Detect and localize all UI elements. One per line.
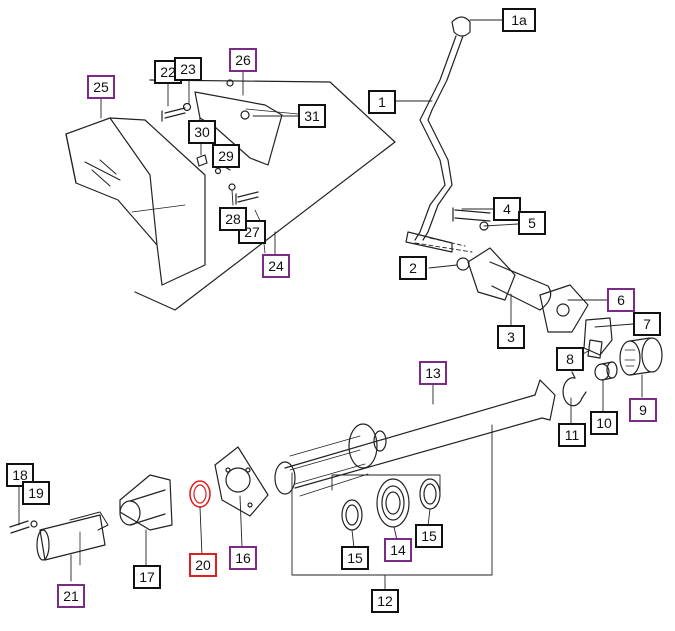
bolt-4 xyxy=(452,207,491,222)
callout-8: 8 xyxy=(556,347,584,371)
bolt-18 xyxy=(9,520,30,534)
callout-12: 12 xyxy=(371,589,399,613)
callout-30: 30 xyxy=(188,120,216,144)
leader-lines xyxy=(18,19,643,591)
callout-3: 3 xyxy=(497,325,525,349)
callout-15-left: 15 xyxy=(341,546,369,570)
callout-26: 26 xyxy=(229,48,257,72)
callout-7: 7 xyxy=(633,312,661,336)
callout-31: 31 xyxy=(298,104,326,128)
callout-20: 20 xyxy=(189,553,217,577)
shield-cover-25 xyxy=(65,117,206,286)
callout-16: 16 xyxy=(229,546,257,570)
main-shaft-drawing xyxy=(274,379,556,576)
callout-28: 28 xyxy=(219,207,247,231)
nut-30 xyxy=(196,154,208,167)
callout-14: 14 xyxy=(384,538,412,562)
plate-6 xyxy=(539,284,589,333)
callout-17: 17 xyxy=(133,565,161,589)
shaft-13 xyxy=(284,394,543,489)
callout-24: 24 xyxy=(262,254,290,278)
callout-19: 19 xyxy=(22,481,50,505)
circlip-11 xyxy=(562,377,583,407)
flange-16 xyxy=(214,446,269,517)
callout-9: 9 xyxy=(629,398,657,422)
bracket-12 xyxy=(291,424,493,576)
lever-knob-1a xyxy=(451,16,471,37)
lever-rod-1 xyxy=(414,35,464,241)
callout-5: 5 xyxy=(518,211,546,235)
callout-15-right: 15 xyxy=(415,524,443,548)
callout-23: 23 xyxy=(174,57,202,81)
callout-11: 11 xyxy=(558,423,586,447)
shield-frame-outline xyxy=(134,79,396,311)
bracket-26 xyxy=(194,91,283,166)
fork-8 xyxy=(587,339,603,359)
callout-1a: 1a xyxy=(502,8,536,32)
callout-13: 13 xyxy=(419,361,447,385)
shaft-spline xyxy=(289,435,369,497)
housing-17 xyxy=(119,474,173,531)
bolt-28 xyxy=(235,191,259,205)
fork-7 xyxy=(583,317,613,356)
bolt-22 xyxy=(161,107,186,122)
callout-4: 4 xyxy=(493,197,521,221)
coupling-parts-drawing xyxy=(562,337,663,407)
shield-assembly-drawing xyxy=(65,79,396,311)
callout-1: 1 xyxy=(368,90,396,114)
coupler-9 xyxy=(619,340,641,376)
callout-6: 6 xyxy=(607,288,635,312)
callout-29: 29 xyxy=(212,144,240,168)
lower-left-parts-drawing xyxy=(9,446,269,566)
flange-3 xyxy=(467,247,516,301)
lever-pivot-arm xyxy=(405,231,453,253)
callout-25: 25 xyxy=(87,75,115,99)
bearing-14 xyxy=(376,478,410,528)
shaft-21 xyxy=(39,514,106,561)
lever-assembly-drawing xyxy=(405,16,613,356)
callout-2: 2 xyxy=(399,256,427,280)
callout-21: 21 xyxy=(57,584,85,608)
callout-10: 10 xyxy=(590,411,618,435)
